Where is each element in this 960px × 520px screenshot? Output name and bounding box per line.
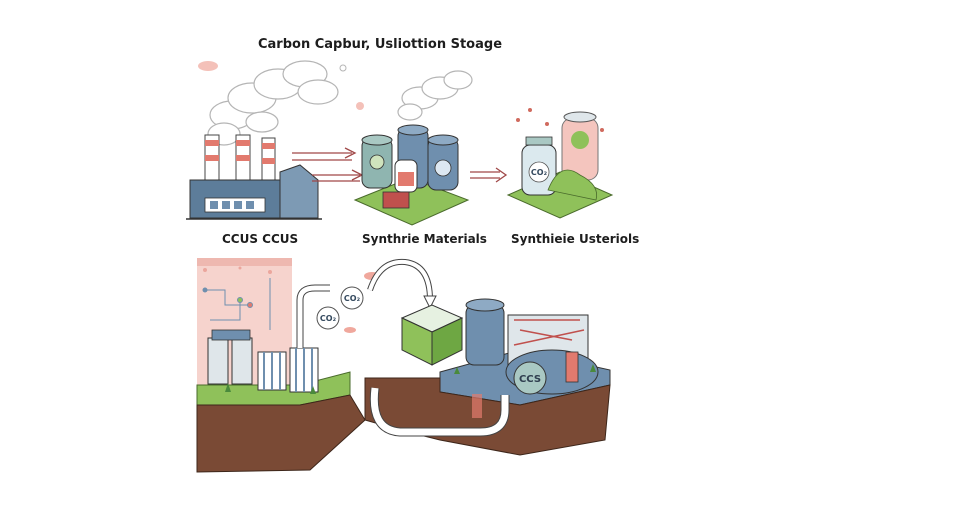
co2-bubble-label: CO₂ [344, 294, 361, 303]
diagram-title: Carbon Capbur, Usliottion Stoage [257, 37, 503, 52]
factory-illustration [186, 60, 347, 220]
soil-layer [196, 394, 366, 473]
co2-label: CO₂ [531, 168, 548, 177]
synthetic-materials-illustration [353, 70, 473, 226]
ccs-facility: CCS [465, 298, 599, 395]
circuit-pattern [202, 278, 271, 330]
smoke-cloud [397, 70, 473, 121]
step-caption-materials: Synthrie Materials [362, 232, 487, 246]
smoke-cloud [207, 60, 339, 146]
ccs-storage-scene: CO₂ CO₂ C [196, 258, 611, 473]
step-caption-products: Synthieie Usteriols [511, 232, 640, 246]
step-caption-capture: CCUS CCUS [222, 232, 299, 246]
factory-building [186, 164, 322, 220]
chimney-stacks [204, 134, 276, 181]
co2-bubble-label: CO₂ [320, 314, 337, 323]
flow-arrow [470, 167, 508, 183]
synthetic-products-illustration: CO₂ [506, 108, 614, 219]
ccs-label: CCS [519, 374, 541, 385]
